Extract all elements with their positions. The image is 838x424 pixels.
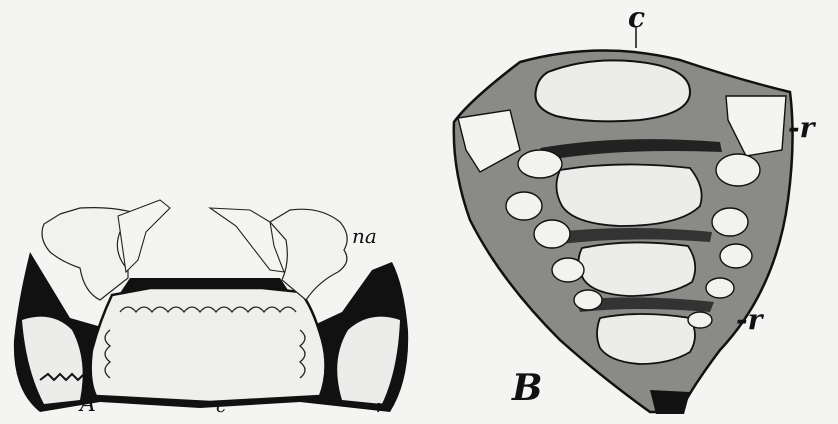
panel-a-label-c: c (216, 398, 226, 416)
panel-b-rib-head (574, 290, 602, 310)
panel-a-spine-right (210, 208, 284, 272)
panel-b-rib-head (518, 150, 562, 178)
panel-b-label-c: c (628, 4, 645, 32)
panel-b-rib-head (552, 258, 584, 282)
panel-a-drawing (14, 200, 408, 412)
panel-b-centrum-1 (535, 60, 690, 121)
panel-b-rib-head (506, 192, 542, 220)
panel-b-rib-head (712, 208, 748, 236)
panel-b-rib-head (706, 278, 734, 298)
panel-b-letter: B (512, 370, 542, 406)
panel-b-label-r-lower: -r (736, 306, 762, 334)
panel-a-label-r: r (376, 398, 385, 416)
panel-b-rib-head (534, 220, 570, 248)
panel-b-rib-head (688, 312, 712, 328)
panel-b-label-r-upper: -r (788, 114, 814, 142)
panel-b-centrum-3 (578, 242, 695, 296)
panel-a-centrum (91, 288, 326, 402)
panel-b-tip (650, 390, 690, 414)
panel-b-rib-head (720, 244, 752, 268)
panel-b-drawing (454, 26, 793, 414)
panel-b-rib-head (716, 154, 760, 186)
panel-a-label-na: na (352, 226, 377, 246)
panel-b-centrum-4 (597, 314, 695, 364)
panel-b-centrum-2 (556, 164, 701, 226)
panel-a-letter: A (80, 394, 96, 416)
